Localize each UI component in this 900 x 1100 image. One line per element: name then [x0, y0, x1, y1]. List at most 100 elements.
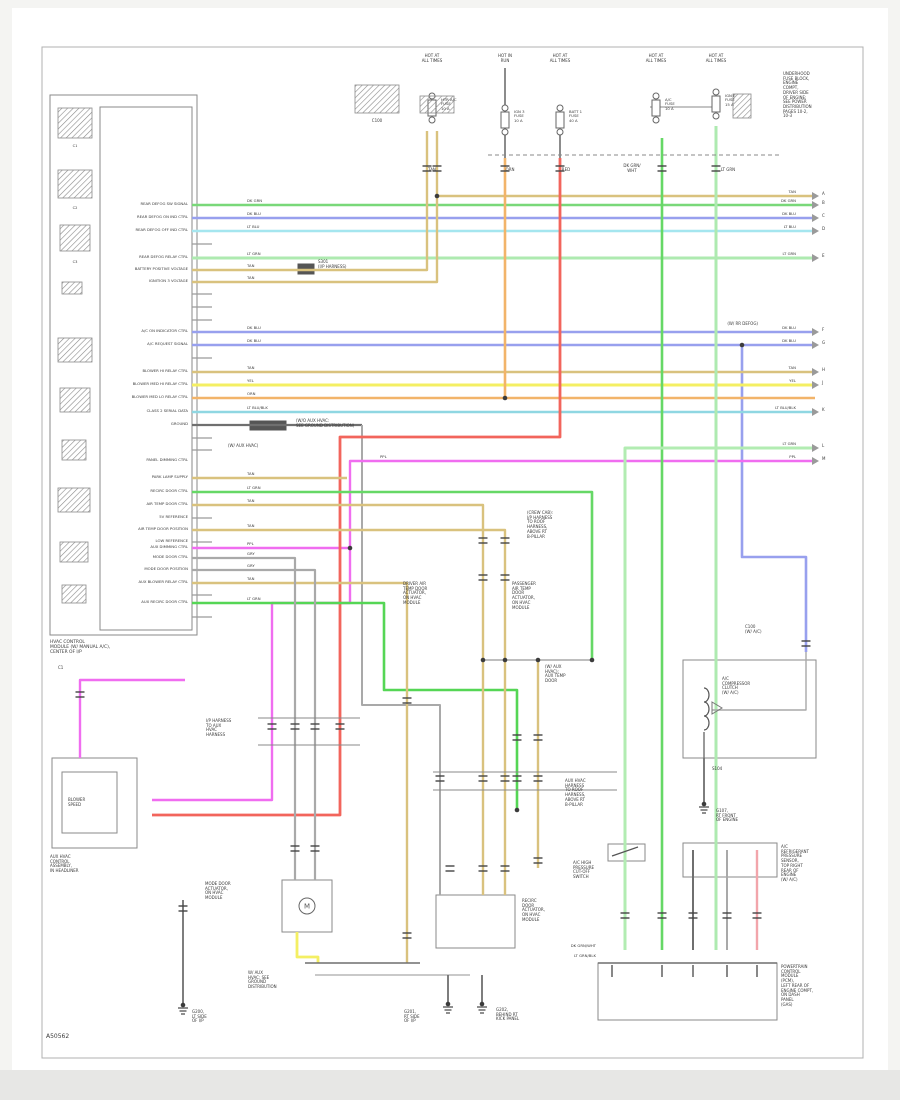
pin-label-2: REAR DEFOG OFF IND CTRL — [135, 227, 188, 232]
mode-actuator-box — [281, 879, 333, 933]
pin-label-23: AIR TEMP DOOR CTRL — [146, 501, 188, 506]
pin-label-22: RECIRC DOOR CTRL — [150, 488, 188, 493]
ground-g107: G107, RT FRONT OF ENGINE — [716, 808, 739, 823]
row-color-label-6: DK BLU — [247, 324, 261, 330]
splice-dot — [502, 657, 508, 663]
fuse-ign3 — [500, 111, 510, 129]
pcm-wire-1: DK GRN/WHT — [570, 943, 596, 948]
module-conn-glyph-1 — [57, 107, 93, 139]
connector-c100-glyph — [354, 84, 400, 114]
module-conn-c1: C1 — [72, 144, 78, 148]
offpage-arrow — [812, 201, 819, 209]
row-color-label-0: DK GRN — [247, 197, 263, 203]
fuse-name-4: IGN E FUSE 15 A — [725, 93, 736, 107]
splice-dot — [535, 657, 541, 663]
pin-label-14: BLOWER MED HI RELAY CTRL — [132, 381, 188, 386]
fuse-ac-bottom — [652, 116, 660, 124]
module-conn-glyph-3 — [59, 224, 91, 252]
fuse-name-1: IGN 3 FUSE 10 A — [514, 109, 525, 123]
module-conn-glyph-10 — [61, 584, 87, 604]
fuse-hot-0: HOT AT ALL TIMES — [421, 53, 443, 63]
aux-assembly-inner — [61, 771, 118, 834]
pin-label-16: CLASS 2 SERIAL DATA — [146, 408, 188, 413]
module-conn-glyph-6 — [59, 387, 91, 413]
row-color-label-12: PPL — [380, 453, 387, 459]
pressure-sensor-box — [682, 842, 778, 878]
ground-dot — [479, 1001, 485, 1007]
module-inner-box — [99, 106, 193, 631]
splice-dot — [514, 807, 520, 813]
breaker-glyph — [732, 93, 752, 119]
scan-bottom-margin — [0, 1070, 900, 1100]
right-wire-label-7: TAN — [788, 365, 796, 370]
conn-c305: I/P HARNESS TO AUX HVAC HARNESS — [206, 718, 232, 738]
mode-actuator: MODE DOOR ACTUATOR, ON HVAC MODULE — [205, 881, 231, 901]
row-color-label-9: YEL — [247, 377, 254, 383]
module-conn-glyph-9 — [59, 541, 89, 563]
offpage-arrow — [812, 341, 819, 349]
fuse-hot-2: HOT AT ALL TIMES — [549, 53, 571, 63]
fuse-ign3-bottom — [501, 128, 509, 136]
wire-aux-recirc — [192, 601, 519, 810]
clutch-label: A/C COMPRESSOR CLUTCH (W/ A/C) — [722, 676, 751, 696]
fuse-ign3-top — [501, 104, 509, 112]
pin-label-32: AUX RECIRC DOOR CTRL — [141, 599, 188, 604]
connector-c100-top: C100 — [371, 118, 383, 123]
row-color-label-13: TAN — [247, 470, 255, 476]
pcm-label: POWERTRAIN CONTROL MODULE (PCM), LEFT RE… — [781, 964, 814, 1007]
module-conn-c2: C2 — [72, 206, 78, 210]
right-wire-label-11: PPL — [789, 454, 796, 459]
row-color-label-4: TAN — [247, 262, 255, 268]
conn-roof2: AUX HVAC HARNESS TO ROOF HARNESS, ABOVE … — [565, 778, 586, 807]
rr-defog-note: (W/ RR DEFOG) — [727, 321, 758, 326]
pin-label-28: MODE DOOR CTRL — [152, 554, 188, 559]
aux-c1: C1 — [58, 665, 64, 670]
aux-assembly-outer — [51, 757, 138, 849]
pin-label-6: IGNITION 3 VOLTAGE — [148, 278, 188, 283]
wire-mode-pos — [192, 568, 317, 880]
wire-clutch-internal — [712, 652, 807, 711]
pin-label-10: A/C ON INDICATOR CTRL — [141, 328, 188, 333]
wire-batt-red-run — [152, 158, 562, 817]
pin-label-5: BATTERY POSITIVE VOLTAGE — [134, 266, 188, 271]
fuse-htr-ac-bottom — [428, 116, 436, 124]
wire-temp-door-pos — [192, 528, 507, 895]
right-wire-label-10: LT GRN — [782, 441, 796, 446]
module-conn-glyph-5 — [57, 337, 93, 363]
pin-label-27: AUX DIMMING CTRL — [150, 544, 188, 549]
aux-assembly: AUX HVAC CONTROL ASSEMBLY, IN HEADLINER — [50, 854, 79, 874]
conn-c100-eng: C100 (W/ A/C) — [745, 624, 762, 634]
offpage-letter-11: M — [822, 456, 826, 461]
wire-ign3-feed — [192, 131, 439, 284]
diagram-frame — [41, 46, 864, 1059]
pin-label-25: AIR TEMP DOOR POSITION — [138, 526, 188, 531]
hp-switch-contact — [611, 846, 639, 857]
row-color-label-19: GRY — [247, 562, 255, 568]
aux-inner-text: BLOWER SPEED — [68, 797, 86, 807]
fuse-hot-3: HOT AT ALL TIMES — [645, 53, 667, 63]
offpage-letter-9: K — [822, 407, 825, 412]
ground-dot — [445, 1001, 451, 1007]
right-wire-label-0: TAN — [788, 189, 796, 194]
right-wire-label-6: DK BLU — [782, 338, 796, 343]
recirc-actuator: RECIRC DOOR ACTUATOR, ON HVAC MODULE — [522, 898, 545, 922]
wire-label-ltgrn-fuse: LT GRN — [720, 167, 736, 172]
pin-label-29: MODE DOOR POSITION — [144, 566, 188, 571]
offpage-letter-3: D — [822, 226, 826, 231]
row-color-label-18: GRY — [247, 550, 255, 556]
fuse-name-2: BATT 1 FUSE 40 A — [569, 109, 583, 123]
row-color-label-2: LT BLU — [247, 223, 260, 229]
offpage-letter-6: G — [822, 340, 826, 345]
module-conn-glyph-7 — [61, 439, 87, 461]
row-color-label-10: ORN — [247, 390, 256, 396]
wire-aux-blower-run — [192, 581, 409, 963]
wire-ac-pressure-run — [623, 446, 815, 950]
ground-dist-note: (W/O AUX HVAC: SEE GROUND DISTRIBUTION) — [296, 418, 355, 428]
offpage-arrow — [812, 254, 819, 262]
wire-ground-run — [361, 425, 441, 895]
offpage-letter-0: A — [822, 191, 825, 196]
compressor-box — [682, 659, 817, 759]
offpage-arrow — [812, 328, 819, 336]
splice-dot — [480, 657, 486, 663]
wire-ac-request-branch — [740, 345, 808, 652]
